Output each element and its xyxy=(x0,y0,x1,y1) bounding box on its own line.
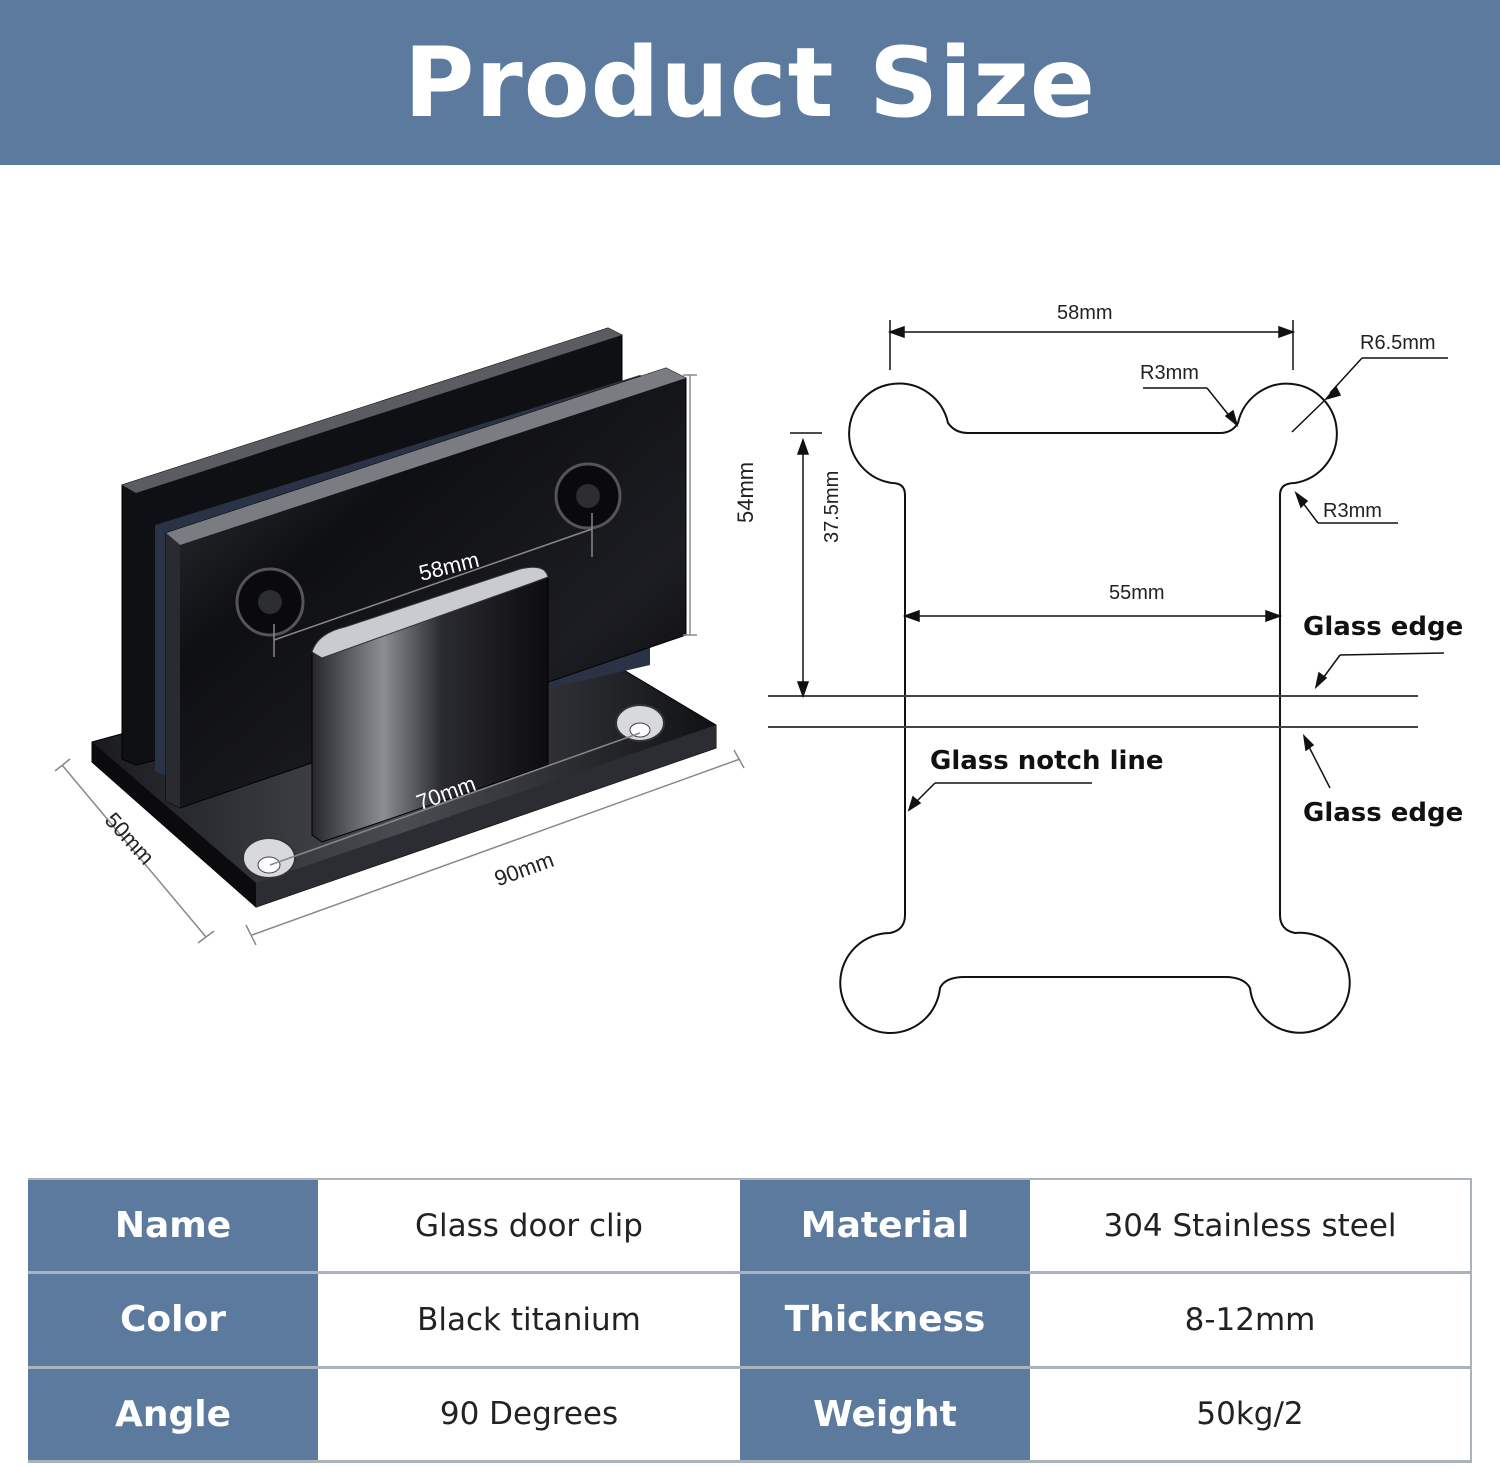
dim-label-inner-radius-top: R3mm xyxy=(1140,362,1199,384)
plate-screw-right xyxy=(554,462,622,530)
spec-key: Thickness xyxy=(740,1274,1030,1369)
template-dimension-lines xyxy=(790,320,1448,812)
dim-label-middle-width: 55mm xyxy=(1109,582,1165,604)
base-screw-hole-right xyxy=(615,704,665,742)
header-banner: Product Size xyxy=(0,0,1500,165)
spec-value: Glass door clip xyxy=(318,1180,740,1275)
base-screw-hole-left xyxy=(242,837,296,879)
dim-label-plate-height: 54mm xyxy=(733,462,758,523)
label-glass-edge-top: Glass edge xyxy=(1303,612,1463,642)
spec-key: Name xyxy=(28,1180,318,1275)
spec-value: 8-12mm xyxy=(1030,1274,1470,1369)
spec-value: 50kg/2 xyxy=(1030,1368,1470,1463)
dim-label-base-length: 90mm xyxy=(491,847,557,891)
spec-value: Black titanium xyxy=(318,1274,740,1369)
spec-value: 304 Stainless steel xyxy=(1030,1180,1470,1275)
spec-key: Material xyxy=(740,1180,1030,1275)
page-title: Product Size xyxy=(404,26,1096,139)
dim-label-base-width: 50mm xyxy=(100,807,159,869)
dim-label-outer-radius: R6.5mm xyxy=(1360,332,1436,354)
spec-table: Name Glass door clip Material 304 Stainl… xyxy=(28,1178,1472,1463)
label-glass-notch-line: Glass notch line xyxy=(930,746,1164,776)
spec-key: Color xyxy=(28,1274,318,1369)
spec-key: Weight xyxy=(740,1368,1030,1463)
label-glass-edge-bottom: Glass edge xyxy=(1303,798,1463,828)
template-outline xyxy=(839,382,1351,1034)
spec-key: Angle xyxy=(28,1368,318,1463)
hinge-illustration: 58mm 54mm 70mm 90mm 50mm xyxy=(54,327,758,946)
dim-label-inner-radius-side: R3mm xyxy=(1323,500,1382,522)
dim-label-top-width: 58mm xyxy=(1057,302,1113,324)
hinge-dimension-lines xyxy=(54,374,745,946)
hinge-front-plate xyxy=(165,367,687,809)
table-row: Name Glass door clip Material 304 Stainl… xyxy=(28,1180,1470,1275)
dim-label-notch-depth: 37.5mm xyxy=(821,471,843,543)
table-row: Color Black titanium Thickness 8-12mm xyxy=(28,1274,1470,1369)
diagram-area: 58mm 54mm 70mm 90mm 50mm xyxy=(0,165,1500,1165)
table-row: Angle 90 Degrees Weight 50kg/2 xyxy=(28,1368,1470,1463)
glass-edge-lines xyxy=(768,695,1418,728)
hinge-knuckle xyxy=(311,566,549,843)
spec-value: 90 Degrees xyxy=(318,1368,740,1463)
plate-screw-left xyxy=(235,567,305,637)
